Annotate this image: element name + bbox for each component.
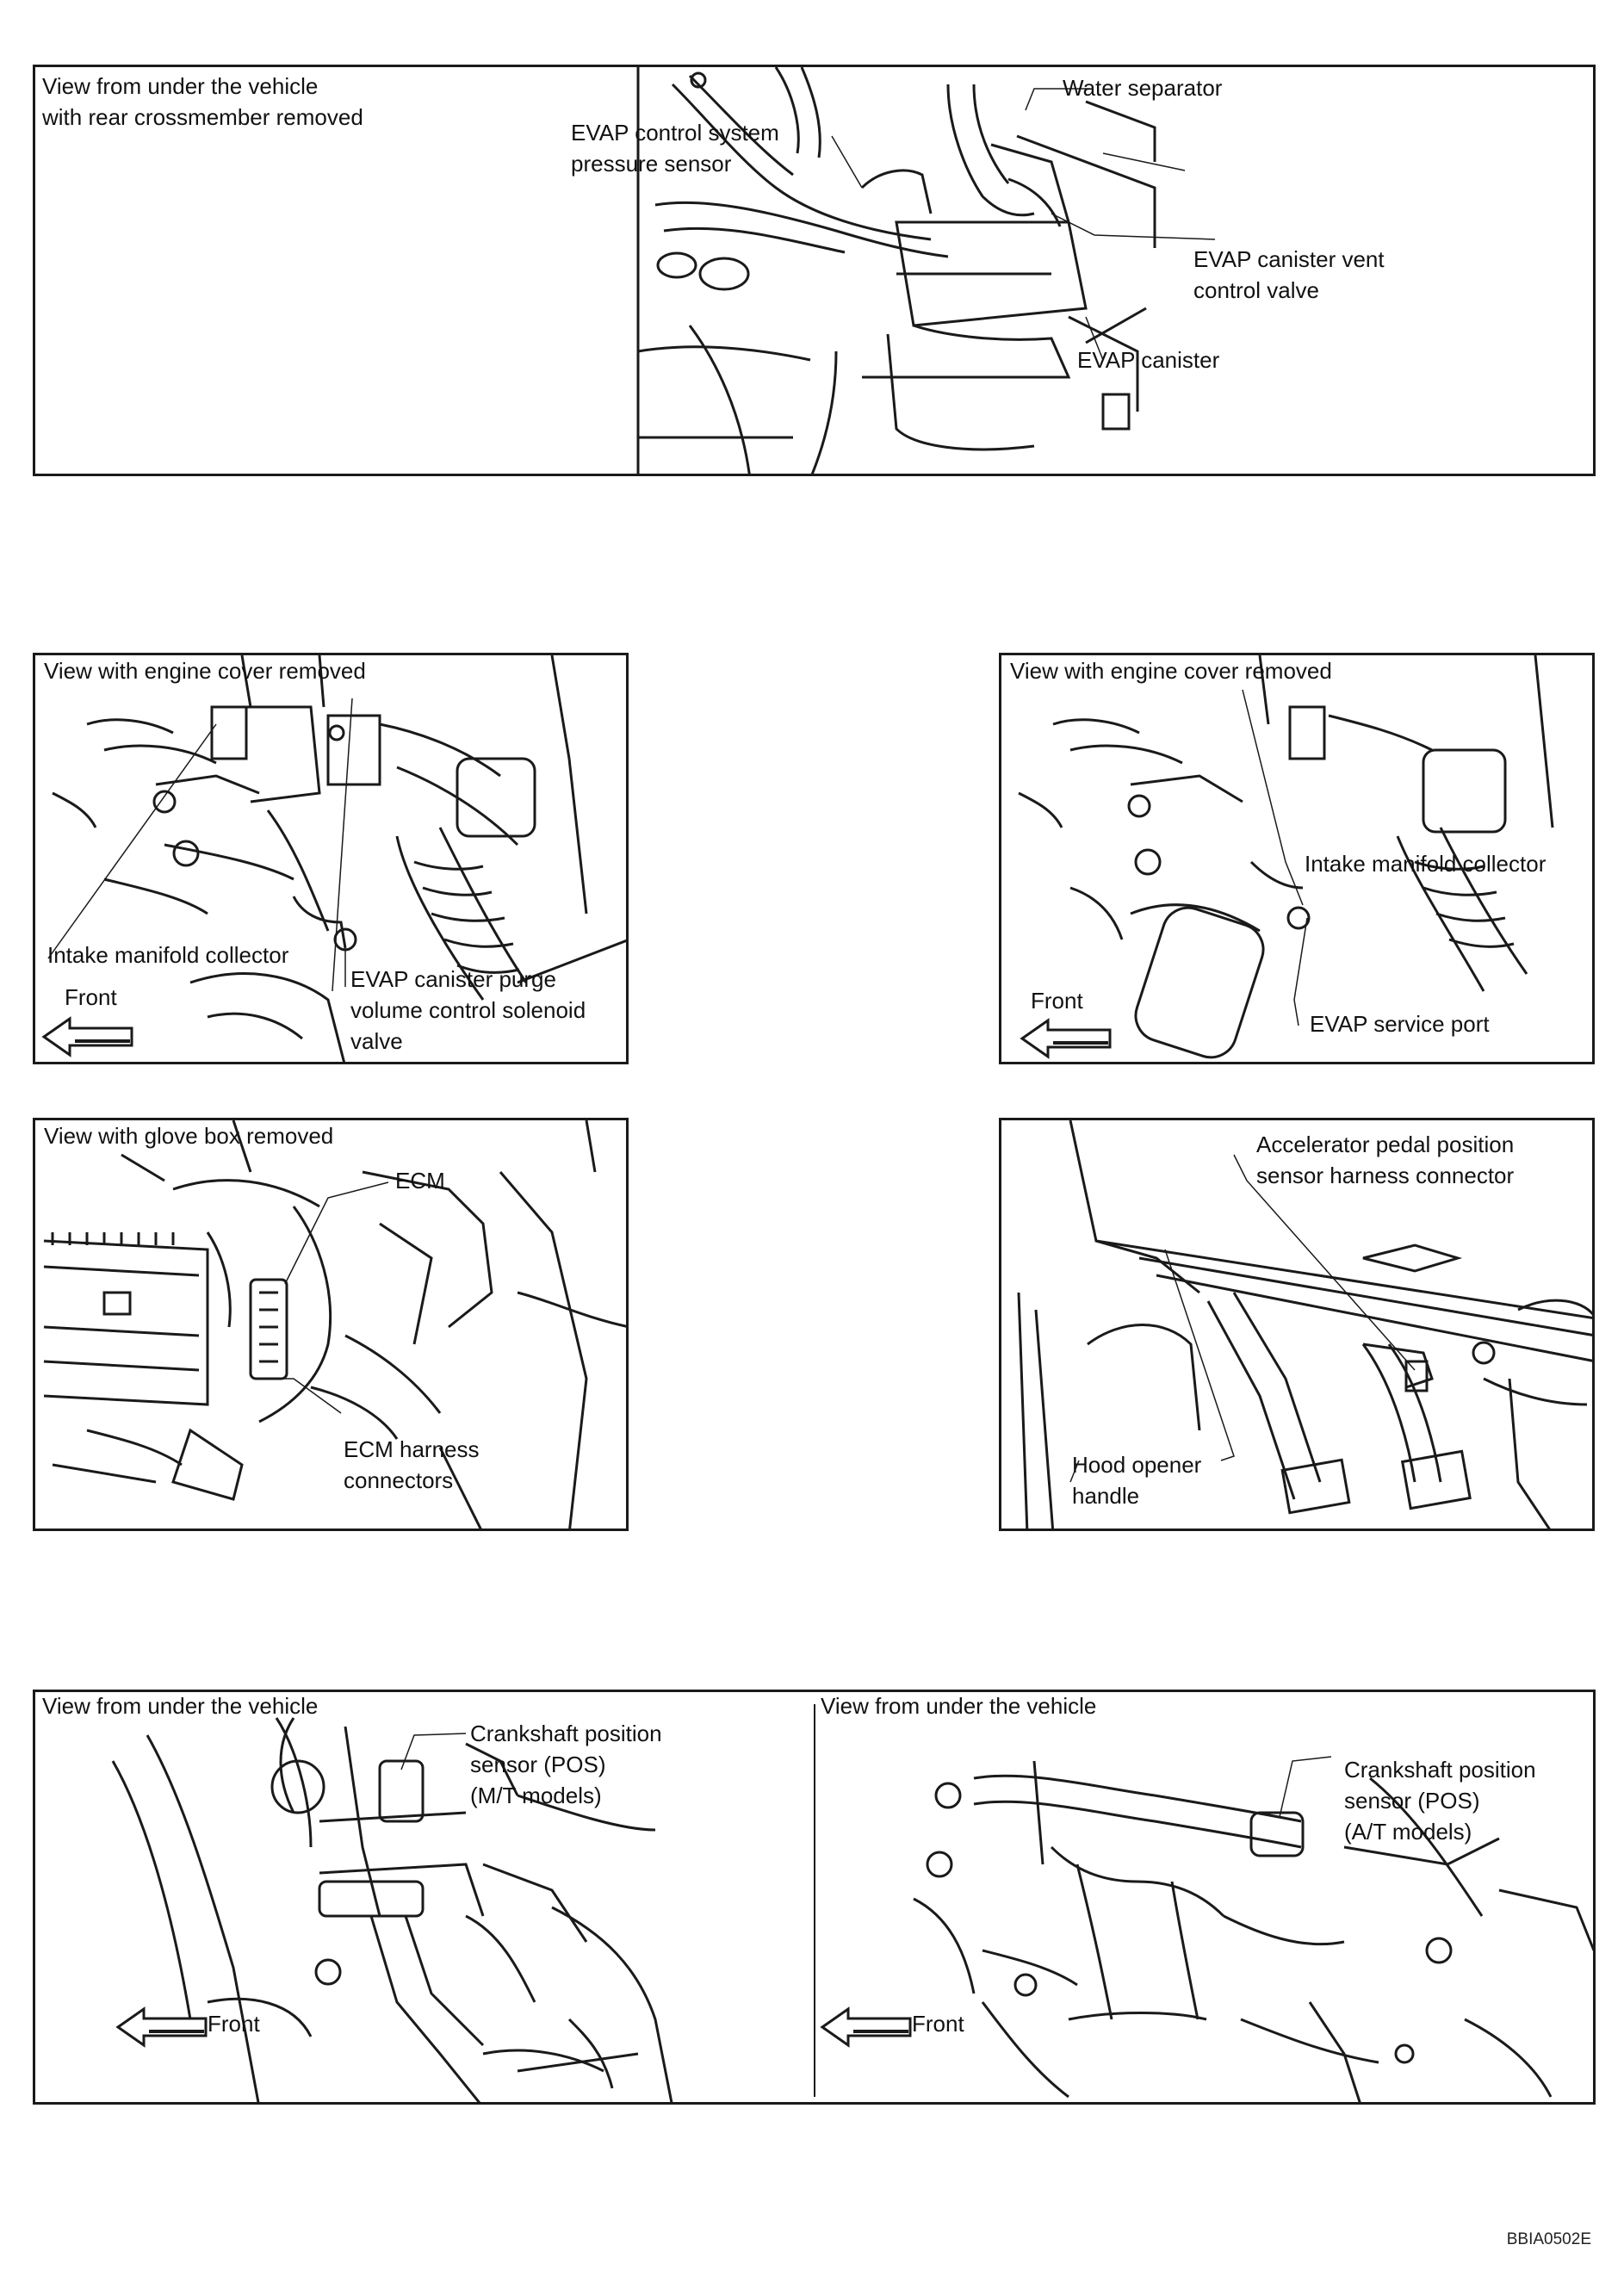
label-ecm: ECM [395,1168,445,1194]
label-crankshaft-sensor-mt: Crankshaft position sensor (POS) (M/T mo… [470,1721,662,1808]
label-hood-opener-handle: Hood opener handle [1072,1452,1202,1509]
label-evap-vent-valve: EVAP canister vent control valve [1193,246,1385,303]
panel-accelerator-pedal: Accelerator pedal position sensor harnes… [999,1118,1595,1531]
front-label: Front [912,2011,964,2037]
engine-purge-illustration [47,655,626,1062]
front-label: Front [1031,988,1083,1014]
label-ecm-harness-connectors: ECM harness connectors [344,1436,480,1493]
label-evap-purge-valve: EVAP canister purge volume control solen… [350,966,586,1054]
left-arrow-icon [820,2006,912,2048]
label-water-separator: Water separator [1063,75,1223,101]
figure-code: BBIA0502E [1506,2230,1591,2248]
panel-caption-mt: View from under the vehicle [42,1693,319,1719]
panel-caption: View with engine cover removed [1010,658,1332,684]
panel-engine-cover-service: View with engine cover removed Intake ma… [999,653,1595,1064]
panel-glove-box: View with glove box removed ECM ECM harn… [33,1118,629,1531]
left-arrow-icon [115,2006,208,2048]
panel-crankshaft-sensors: View from under the vehicle Crankshaft p… [33,1690,1596,2105]
panel-caption: View with glove box removed [44,1123,334,1149]
label-evap-canister: EVAP canister [1077,347,1220,373]
engine-service-illustration [1018,655,1554,1059]
front-label: Front [65,984,117,1010]
label-crankshaft-sensor-at: Crankshaft position sensor (POS) (A/T mo… [1344,1757,1536,1845]
crankshaft-illustration [111,1704,1593,2102]
panel-caption: View from under the vehicle with rear cr… [42,73,363,130]
label-evap-pressure-sensor: EVAP control system pressure sensor [571,120,779,177]
left-arrow-icon [1020,1018,1112,1059]
panel-caption: View with engine cover removed [44,658,366,684]
panel-engine-cover-purge: View with engine cover removed Intake ma… [33,653,629,1064]
evap-underside-illustration [636,67,1216,474]
label-intake-manifold-collector: Intake manifold collector [1305,851,1547,877]
left-arrow-icon [41,1016,133,1057]
label-accelerator-pedal-sensor-connector: Accelerator pedal position sensor harnes… [1256,1132,1515,1188]
label-intake-manifold-collector: Intake manifold collector [47,942,289,968]
panel-caption-at: View from under the vehicle [821,1693,1097,1719]
glove-box-illustration [43,1120,626,1529]
panel-evap-underside: View from under the vehicle with rear cr… [33,65,1596,476]
front-label: Front [208,2011,260,2037]
pedal-illustration [1017,1120,1592,1529]
label-evap-service-port: EVAP service port [1310,1011,1490,1037]
